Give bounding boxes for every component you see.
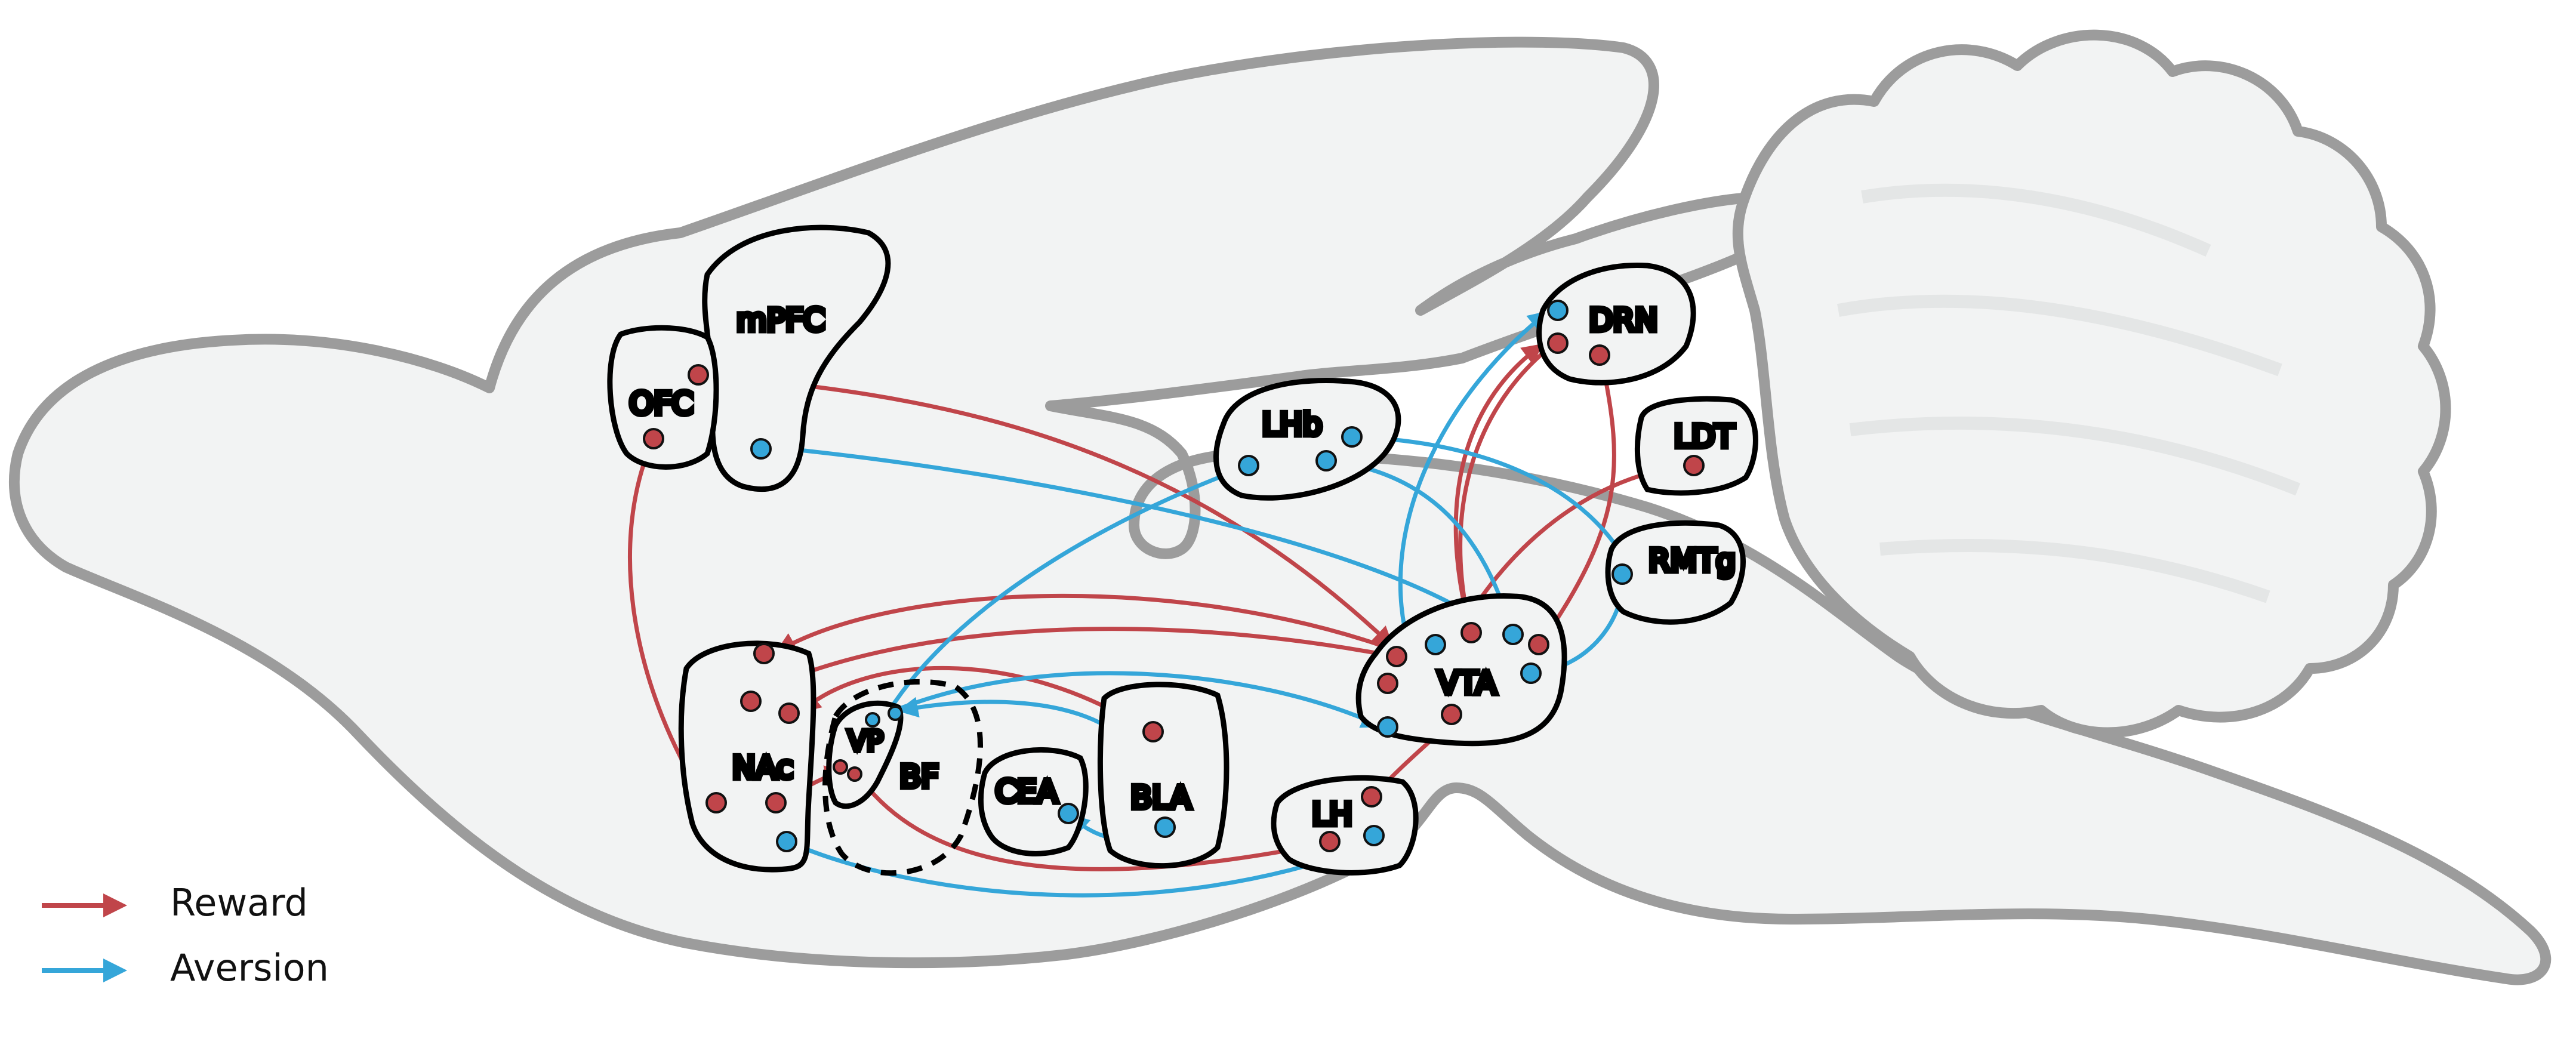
label-cea: CEA [996, 774, 1058, 810]
node-lhb-blue-1 [1238, 455, 1259, 476]
node-ofc-top [688, 364, 709, 386]
connection-vp-lh [854, 771, 1344, 871]
region-mpfc: mPFC [702, 224, 891, 492]
node-nac-blue [776, 831, 797, 852]
node-lhb-blue-2 [1341, 426, 1363, 448]
node-cea-blue [1058, 803, 1079, 824]
node-nac-5 [765, 792, 787, 813]
region-bf: BF [822, 679, 983, 876]
label-lhb: LHb [1262, 407, 1322, 443]
connection-drn-vta [1455, 341, 1557, 625]
connection-bla-nac [799, 666, 1151, 734]
region-cea-outline [978, 747, 1089, 856]
node-lh-blue [1363, 825, 1385, 846]
label-vp: VP [848, 725, 883, 757]
node-vp-blue-1 [865, 712, 880, 728]
region-drn-outline [1536, 262, 1696, 386]
node-nac-1 [753, 643, 775, 664]
connection-nac-lh [785, 839, 1368, 898]
node-lh-red-2 [1319, 831, 1341, 852]
cerebellum-outline [1732, 29, 2451, 738]
connection-vta-nac-1 [775, 593, 1381, 653]
node-nac-3 [778, 702, 800, 724]
node-ldt-red [1683, 455, 1705, 476]
node-vta-red-4 [1528, 634, 1549, 655]
legend-item-reward: Reward [42, 881, 308, 925]
region-ldt-outline [1634, 396, 1758, 496]
region-rmtg: RMTg [1605, 520, 1746, 625]
label-mpfc: mPFC [737, 303, 825, 338]
region-lhb: LHb [1213, 378, 1401, 501]
connection-vp-vta [893, 671, 1383, 728]
region-ofc: OFC [607, 325, 719, 470]
node-vp-2 [847, 766, 862, 782]
legend: Reward Aversion [42, 881, 329, 990]
nodes [643, 300, 1705, 852]
node-bla-blue [1154, 816, 1176, 838]
region-lhb-outline [1213, 378, 1401, 501]
region-ldt: LDT [1634, 396, 1758, 496]
node-nac-2 [740, 691, 762, 712]
node-vp-blue-2 [888, 705, 903, 721]
node-vta-red-2 [1377, 673, 1398, 694]
region-vp: VP [826, 700, 904, 809]
region-vp-outline [826, 700, 904, 809]
region-bla-outline [1097, 682, 1230, 869]
connection-vta-drn-av [1398, 310, 1549, 647]
node-lhb-blue-3 [1315, 450, 1337, 472]
node-vta-blue-1 [1425, 634, 1446, 655]
node-vp-1 [833, 759, 848, 775]
label-drn: DRN [1589, 303, 1657, 338]
connection-vta-mpfc [772, 439, 1500, 635]
node-mpfc-blue [750, 438, 772, 460]
connection-vp-lhb [880, 463, 1253, 725]
brain-outline [8, 29, 2552, 985]
node-nac-4 [705, 792, 727, 813]
node-lh-red [1361, 786, 1382, 808]
connection-vta-nac-2 [754, 627, 1381, 695]
node-rmtg-blue [1611, 563, 1633, 585]
connection-lhb-rmtg [1349, 434, 1632, 571]
region-drn: DRN [1536, 262, 1696, 386]
connection-vta-drn-2 [1537, 360, 1616, 647]
label-lh: LH [1312, 797, 1352, 833]
legend-item-aversion: Aversion [42, 946, 329, 990]
region-bla: BLA [1097, 682, 1230, 869]
label-ldt: LDT [1674, 419, 1734, 455]
region-ofc-outline [607, 325, 719, 470]
label-bla: BLA [1130, 780, 1191, 816]
node-drn-blue [1547, 300, 1569, 321]
region-bf-outline [822, 679, 983, 876]
label-ofc: OFC [629, 386, 693, 422]
node-vta-blue-2 [1502, 624, 1524, 645]
node-vta-red-3 [1460, 622, 1482, 643]
node-drn-red-2 [1589, 344, 1610, 366]
label-nac: NAc [732, 750, 793, 786]
node-bla-red [1142, 721, 1164, 742]
node-vta-blue-3 [1520, 662, 1542, 684]
node-vta-blue-4 [1377, 716, 1398, 738]
region-rmtg-outline [1605, 520, 1746, 625]
label-bf: BF [899, 759, 939, 795]
node-drn-red-1 [1547, 332, 1569, 354]
node-vta-red-1 [1386, 646, 1407, 667]
label-vta: VTA [1438, 665, 1497, 701]
region-cea: CEA [978, 747, 1089, 856]
node-vta-red-5 [1441, 704, 1462, 725]
region-lh: LH [1271, 775, 1419, 876]
cerebellum-folia [1837, 183, 2301, 603]
label-rmtg: RMTg [1648, 543, 1736, 579]
legend-aversion-label: Aversion [170, 946, 329, 990]
legend-reward-label: Reward [170, 881, 308, 925]
node-ofc-bottom [643, 428, 664, 449]
